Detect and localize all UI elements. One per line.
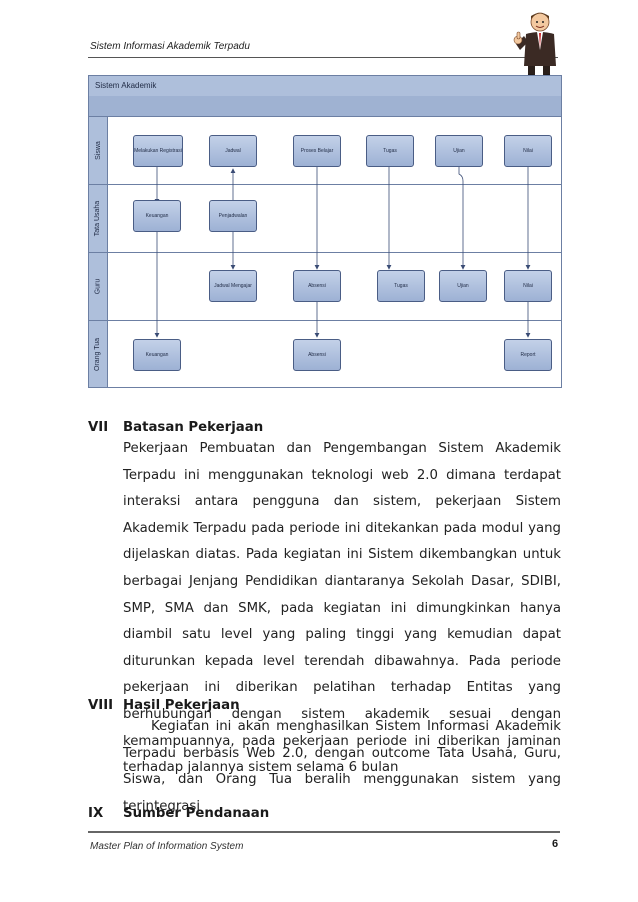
node-ot-report: Report xyxy=(504,339,552,371)
node-ot-absensi: Absensi xyxy=(293,339,341,371)
diagram-title: Sistem Akademik xyxy=(95,81,157,90)
lane-label-orang-tua: Orang Tua xyxy=(94,337,102,371)
node-tu-keuangan: Keuangan xyxy=(133,200,181,232)
node-ot-keuangan: Keuangan xyxy=(133,339,181,371)
footer-text: Master Plan of Information System xyxy=(90,841,244,852)
section-vii-body: Pekerjaan Pembuatan dan Pengembangan Sis… xyxy=(123,441,561,776)
node-siswa-ujian: Ujian xyxy=(435,135,483,167)
node-guru-absensi: Absensi xyxy=(293,270,341,302)
node-siswa-tugas: Tugas xyxy=(366,135,414,167)
lane-label-guru: Guru xyxy=(94,278,102,295)
node-siswa-nilai: Nilai xyxy=(504,135,552,167)
section-ix-title: Sumber Pendanaan xyxy=(123,806,270,821)
node-siswa-proses-belajar: Proses Belajar xyxy=(293,135,341,167)
system-swimlane-diagram: Sistem Akademik Siswa Tata Usaha Guru Or… xyxy=(88,75,562,389)
node-siswa-jadwal: Jadwal xyxy=(209,135,257,167)
section-viii-body: Kegiatan ini akan menghasilkan Sistem In… xyxy=(123,719,561,814)
node-tu-penjadwalan: Penjadwalan xyxy=(209,200,257,232)
section-vii-title: Batasan Pekerjaan xyxy=(123,420,264,435)
lane-label-tata-usaha: Tata Usaha xyxy=(94,200,102,237)
section-vii-number: VII xyxy=(88,420,109,435)
diagram-subheader-bar xyxy=(88,96,562,117)
page-number: 6 xyxy=(552,838,559,850)
node-guru-ujian: Ujian xyxy=(439,270,487,302)
node-guru-jadwal-mengajar: Jadwal Mengajar xyxy=(209,270,257,302)
footer-divider xyxy=(88,831,560,833)
section-viii-number: VIII xyxy=(88,698,114,713)
lane-label-siswa: Siswa xyxy=(94,141,102,160)
diagram-title-bar: Sistem Akademik xyxy=(88,75,562,97)
section-viii-title: Hasil Pekerjaan xyxy=(123,698,240,713)
businessman-mascot-icon xyxy=(513,12,556,80)
node-guru-nilai: Nilai xyxy=(504,270,552,302)
node-siswa-registrasi: Melakukan Registrasi xyxy=(133,135,183,167)
header-divider xyxy=(88,57,558,58)
section-ix-number: IX xyxy=(88,806,104,821)
node-guru-tugas: Tugas xyxy=(377,270,425,302)
header-title: Sistem Informasi Akademik Terpadu xyxy=(90,41,250,52)
